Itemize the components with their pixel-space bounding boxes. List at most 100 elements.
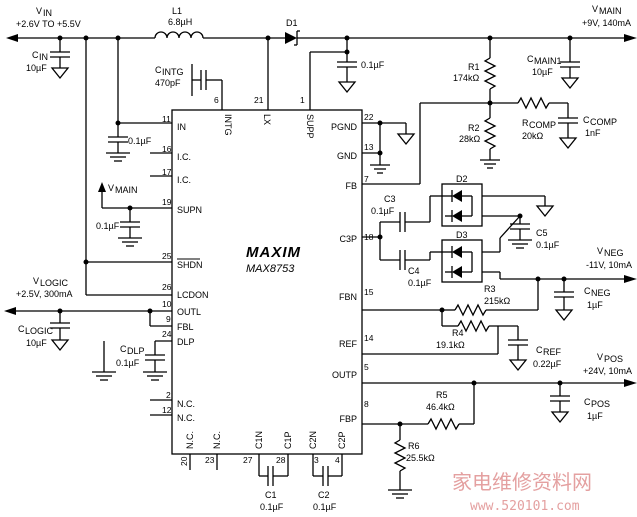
- r5-ref: R5: [436, 390, 448, 400]
- vmain-arrow-icon: [98, 182, 106, 192]
- cref-value: 0.22µF: [533, 359, 562, 369]
- ic-body: [171, 109, 363, 455]
- ground-icon: [558, 137, 578, 150]
- watermark-url: www.520101.com: [470, 499, 580, 514]
- pin-num-26: 26: [162, 282, 172, 292]
- pin-name-pgnd: PGND: [331, 122, 358, 132]
- left-pin-leads: [150, 152, 172, 416]
- c3-value: 0.1µF: [371, 206, 395, 216]
- pin-num-12: 12: [162, 405, 172, 415]
- c5-value: 0.1µF: [536, 240, 560, 250]
- pin-name-lcdon: LCDON: [177, 290, 209, 300]
- pin-name-gnd: GND: [337, 151, 358, 161]
- pin-name-intg: INTG: [223, 114, 233, 136]
- ground-icon: [396, 133, 416, 146]
- cmain1-ref: C: [527, 54, 534, 64]
- pin-num-1: 1: [300, 95, 305, 105]
- cintg-ref-sub: INTG: [162, 67, 184, 77]
- r3-value: 215kΩ: [484, 296, 511, 306]
- pin-name-c1n: C1N: [254, 431, 264, 449]
- ccomp-ref: C: [583, 115, 590, 125]
- pin-name-nc12: N.C.: [177, 413, 195, 423]
- pin-num-27: 27: [243, 455, 253, 465]
- pin-name-c1p: C1P: [283, 431, 293, 449]
- fbp-network: R5 46.4kΩ R6 25.5kΩ: [362, 383, 475, 499]
- vneg-spec: -11V, 10mA: [586, 260, 632, 270]
- c3-ref: C3: [384, 194, 396, 204]
- c-supp-value: 0.1µF: [361, 60, 385, 70]
- cpos-ref-sub: POS: [591, 399, 610, 409]
- supn-net: V MAIN 0.1µF: [96, 182, 172, 247]
- pin-num-22: 22: [364, 112, 374, 122]
- pin-name-fb: FB: [345, 181, 357, 191]
- pin-num-9: 9: [166, 314, 171, 324]
- cref-ref: C: [536, 345, 543, 355]
- cin-ref: C: [32, 50, 39, 60]
- rcomp-value: 20kΩ: [522, 131, 544, 141]
- left-pin-names: IN I.C. I.C. SUPN SHDN LCDON OUTL FBL DL…: [177, 122, 209, 423]
- ground-icon: [550, 411, 570, 424]
- pin-num-14: 14: [364, 333, 374, 343]
- cin-ref-sub: IN: [39, 52, 48, 62]
- dlp-net: C DLP 0.1µF: [92, 340, 172, 381]
- cneg-ref: C: [584, 286, 591, 296]
- diode-icon: [452, 190, 462, 202]
- ground-icon: [560, 77, 580, 90]
- cpos-value: 1µF: [587, 411, 603, 421]
- pin-num-3: 3: [314, 455, 319, 465]
- vpos-spec: +24V, 10mA: [583, 366, 632, 376]
- diode-icon: [452, 246, 462, 258]
- pin-num-2: 2: [166, 390, 171, 400]
- inductor-l1: L1 6.8µH: [154, 6, 285, 39]
- ic-brand-logo: MAXIM: [246, 244, 301, 261]
- pin-num-10: 10: [162, 299, 172, 309]
- pin-num-13: 13: [364, 142, 374, 152]
- ground-icon: [508, 359, 528, 372]
- pin-name-nc2: N.C.: [177, 399, 195, 409]
- main-feedback-divider: R1 174kΩ R2 28kΩ: [362, 38, 500, 185]
- top-pin-names: INTG LX SUPP: [223, 114, 315, 139]
- l1-ref: L1: [172, 6, 182, 16]
- fbn-ref-network: R3 215kΩ R4 19.1kΩ C REF 0.22µF: [362, 279, 562, 372]
- pin-num-17: 17: [162, 167, 172, 177]
- c-in-byp-value: 0.1µF: [128, 136, 152, 146]
- pin-num-21: 21: [254, 95, 264, 105]
- supp-net: 0.1µF: [309, 35, 385, 110]
- pin-num-28: 28: [276, 455, 286, 465]
- pin-name-supp: SUPP: [305, 114, 315, 139]
- r6-ref: R6: [408, 441, 420, 451]
- pin-name-nc20: N.C.: [185, 431, 195, 449]
- cintg-value: 470pF: [155, 78, 181, 88]
- watermark-title: 家电维修资料网: [452, 470, 592, 494]
- vin-rail: V IN +2.6V TO +5.5V C IN 10µF 0.1µF: [6, 6, 172, 296]
- pin-name-outl: OUTL: [177, 307, 201, 317]
- pin-name-shdn: SHDN: [177, 260, 203, 270]
- pin-num-5: 5: [364, 362, 369, 372]
- cmain1-value: 10µF: [532, 67, 553, 77]
- watermark: 家电维修资料网 www.520101.com: [452, 470, 592, 514]
- bottom-flying-caps: C1 0.1µF C2 0.1µF: [189, 454, 343, 512]
- diode-icon: [452, 210, 462, 222]
- vneg-label: V: [597, 246, 603, 256]
- ground-pins: [362, 120, 416, 174]
- pin-num-6: 6: [214, 95, 219, 105]
- supn-vmain-label: V: [108, 183, 114, 193]
- c4-ref: C4: [408, 266, 420, 276]
- diode-icon: [452, 266, 462, 278]
- ground-icon: [535, 205, 555, 218]
- bottom-pin-names: N.C. N.C. C1N C1P C2N C2P: [185, 431, 347, 449]
- ground-icon: [50, 339, 70, 352]
- vlogic-arrow-icon: [4, 307, 16, 315]
- cdlp-ref-sub: DLP: [127, 346, 145, 356]
- cdlp-value: 0.1µF: [116, 358, 140, 368]
- vpos-label: V: [597, 352, 603, 362]
- vmain-label-sub: MAIN: [599, 6, 622, 16]
- pin-name-fbp: FBP: [339, 414, 357, 424]
- pin-num-24: 24: [162, 329, 172, 339]
- c1-ref: C1: [265, 490, 277, 500]
- pin-name-in: IN: [177, 122, 186, 132]
- vmain-label: V: [592, 4, 598, 14]
- vin-arrow-icon: [6, 34, 18, 42]
- c2-value: 0.1µF: [313, 502, 337, 512]
